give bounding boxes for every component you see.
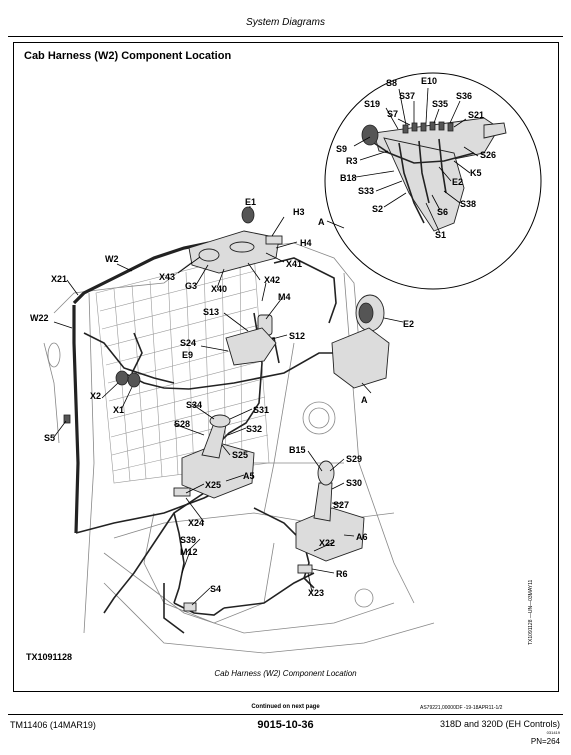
label-e2-door: E2 [403, 319, 414, 329]
page-number: PN=264 [530, 737, 560, 746]
label-s9: S9 [336, 144, 347, 154]
label-e10: E10 [421, 76, 437, 86]
label-w2: W2 [105, 254, 119, 264]
components [63, 206, 390, 612]
label-s24: S24 [180, 338, 196, 348]
label-k5: K5 [470, 168, 482, 178]
label-s25: S25 [232, 450, 248, 460]
label-s13: S13 [203, 307, 219, 317]
footer-date-code: 031419 [546, 730, 560, 735]
label-e1: E1 [245, 197, 256, 207]
header-rule [8, 36, 563, 37]
label-s21: S21 [468, 110, 484, 120]
label-a-top: A [318, 217, 325, 227]
label-s34: S34 [186, 400, 202, 410]
label-s7: S7 [387, 109, 398, 119]
label-s29: S29 [346, 454, 362, 464]
label-h3: H3 [293, 207, 305, 217]
label-s5: S5 [44, 433, 55, 443]
label-x23: X23 [308, 588, 324, 598]
label-s33: S33 [358, 186, 374, 196]
figure-id: TX1091128 [26, 652, 73, 662]
label-s39: S39 [180, 535, 196, 545]
page-header-title: System Diagrams [246, 17, 325, 28]
label-b15: B15 [289, 445, 306, 455]
label-s28: S28 [174, 419, 190, 429]
leader-lines [53, 87, 479, 606]
label-s36: S36 [456, 91, 472, 101]
label-x21: X21 [51, 274, 67, 284]
label-x22: X22 [319, 538, 335, 548]
label-s38: S38 [460, 199, 476, 209]
label-a-right: A [361, 395, 368, 405]
label-e9: E9 [182, 350, 193, 360]
figure-side-code: TX1091128 —UN—03MAY11 [528, 579, 534, 645]
model-name: 318D and 320D (EH Controls) [439, 719, 560, 729]
label-x25: X25 [205, 480, 221, 490]
label-s30: S30 [346, 478, 362, 488]
label-s31: S31 [253, 405, 269, 415]
label-a5: A5 [243, 471, 255, 481]
label-e2-detail: E2 [452, 177, 463, 187]
label-a6: A6 [356, 532, 368, 542]
label-r6: R6 [336, 569, 348, 579]
label-x41: X41 [286, 259, 302, 269]
label-x42: X42 [264, 275, 280, 285]
callout-labels: S8 E10 S37 S36 S19 S35 S7 S21 S9 S26 R3 … [30, 76, 496, 598]
label-s6: S6 [437, 207, 448, 217]
label-s12: S12 [289, 331, 305, 341]
label-r3: R3 [346, 156, 358, 166]
label-h4: H4 [300, 238, 312, 248]
section-title: Cab Harness (W2) Component Location [24, 50, 232, 62]
label-s37: S37 [399, 91, 415, 101]
label-s26: S26 [480, 150, 496, 160]
label-m4: M4 [278, 292, 291, 302]
cab-harness-diagram: S8 E10 S37 S36 S19 S35 S7 S21 S9 S26 R3 … [30, 72, 542, 654]
figure-frame [13, 42, 559, 692]
figure-caption: Cab Harness (W2) Component Location [214, 669, 357, 678]
label-s4: S4 [210, 584, 221, 594]
label-s8: S8 [386, 78, 397, 88]
detail-a [324, 72, 542, 290]
label-x1: X1 [113, 405, 124, 415]
label-g3: G3 [185, 281, 197, 291]
page-reference: 9015-10-36 [257, 719, 314, 731]
label-s19: S19 [364, 99, 380, 109]
label-w22: W22 [30, 313, 49, 323]
label-b18: B18 [340, 173, 357, 183]
document-id: AS79221,00000DF -19-18APR11-1/2 [420, 705, 503, 711]
label-x2: X2 [90, 391, 101, 401]
footer-rule [8, 714, 563, 715]
label-s35: S35 [432, 99, 448, 109]
manual-number: TM11406 (14MAR19) [10, 720, 96, 730]
label-x24: X24 [188, 518, 204, 528]
label-x40: X40 [211, 284, 227, 294]
label-x43: X43 [159, 272, 175, 282]
label-s1: S1 [435, 230, 446, 240]
label-s2: S2 [372, 204, 383, 214]
label-m12: M12 [180, 547, 198, 557]
continued-note: Continued on next page [251, 704, 320, 710]
label-s27: S27 [333, 500, 349, 510]
label-s32: S32 [246, 424, 262, 434]
